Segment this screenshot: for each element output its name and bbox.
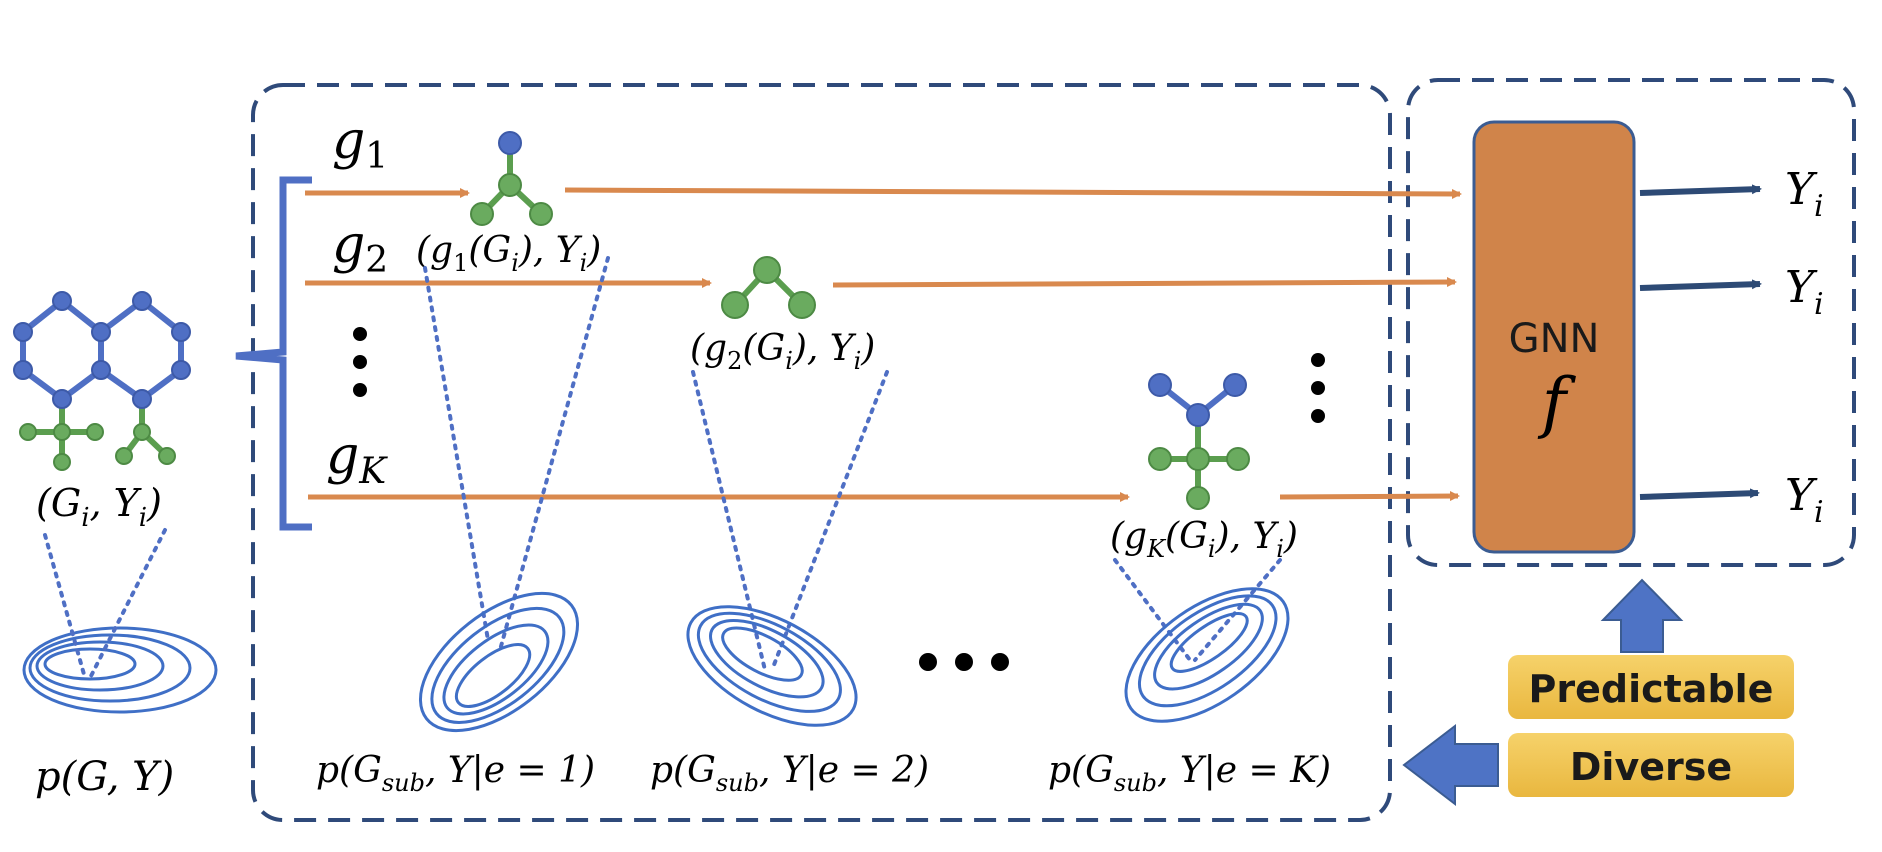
output-arrow-3 (1639, 488, 1760, 500)
envK-g-label: gK (326, 426, 388, 492)
env2-arrow-to-gnn (832, 277, 1457, 288)
env1-g-label: g1 (332, 111, 388, 177)
model-box (1406, 78, 1856, 567)
envK-distribution-ellipses (1124, 587, 1290, 723)
orange-arrows (305, 187, 1462, 502)
output-arrow-2 (1639, 279, 1762, 291)
envK-pair-label: (gK(Gi), Yi) (1110, 516, 1298, 563)
input-distribution-label: p(G, Y) (35, 754, 174, 800)
envK-arrow-to-gnn (1279, 491, 1460, 502)
env1-distribution-label: p(Gsub, Y|e = 1) (316, 750, 595, 797)
env1-subgraph (470, 131, 553, 226)
gnn-label: GNN (1509, 316, 1600, 362)
output-label-1: Yi (1785, 164, 1824, 224)
predictable-badge (1508, 655, 1794, 719)
horizontal-ellipsis (919, 653, 1009, 671)
input-distribution-ellipses (22, 626, 218, 714)
diverse-badge (1508, 733, 1794, 797)
env-projection-lines (423, 256, 1282, 672)
input-pair-label: (Gi, Yi) (36, 481, 162, 533)
environments-box (251, 83, 1392, 822)
predictable-label: Predictable (1529, 667, 1774, 711)
output-arrow-1 (1639, 184, 1762, 196)
output-label-2: Yi (1785, 262, 1824, 322)
left-arrow-icon (1402, 723, 1499, 807)
env1-pair-label: (g1(Gi), Yi) (416, 230, 601, 277)
input-projection-lines (43, 528, 167, 680)
env1-distribution-ellipses (418, 591, 580, 733)
envK-distribution-label: p(Gsub, Y|e = K) (1048, 750, 1331, 797)
env2-pair-label: (g2(Gi), Yi) (690, 328, 875, 375)
env2-subgraph (721, 256, 816, 319)
env2-distribution-label: p(Gsub, Y|e = 2) (650, 750, 929, 797)
input-molecule (13, 291, 191, 471)
output-arrows (1639, 184, 1762, 500)
output-label-3: Yi (1785, 470, 1824, 530)
env2-g-label: g2 (332, 215, 388, 281)
gnn-block (1472, 120, 1636, 554)
vertical-ellipsis-right (1311, 353, 1325, 423)
envK-subgraph (1148, 373, 1250, 510)
vertical-ellipsis-left (353, 327, 367, 397)
env2-distribution-ellipses (686, 605, 858, 727)
diverse-label: Diverse (1570, 745, 1732, 789)
environment-bracket (235, 176, 312, 531)
up-arrow-icon (1600, 578, 1684, 653)
env1-arrow-to-gnn (564, 187, 1462, 199)
